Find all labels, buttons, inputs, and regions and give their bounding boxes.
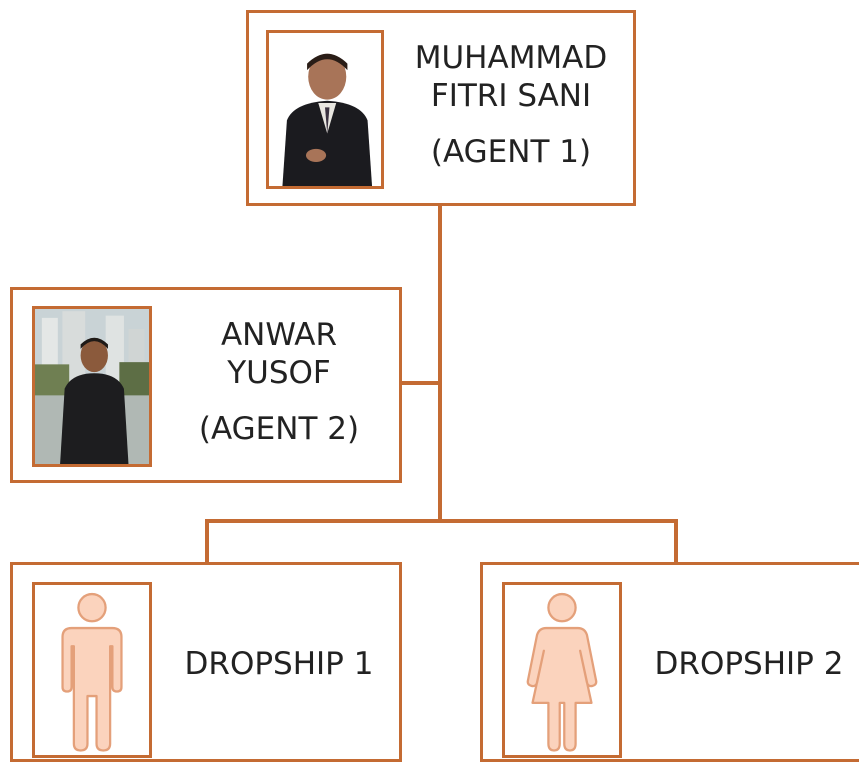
connector-dropship1 [205,519,209,564]
agent-2-name-line2: YUSOF [227,355,331,391]
connector-agent2 [402,381,440,385]
node-dropship-2: DROPSHIP 2 [480,562,859,762]
agent-2-photo [32,306,152,467]
node-dropship-1: DROPSHIP 1 [10,562,402,762]
agent-1-name-line1: MUHAMMAD [414,40,608,76]
node-agent-2: ANWAR YUSOF (AGENT 2) [10,287,402,483]
dropship-1-photo [32,582,152,758]
dropship-2-photo [502,582,622,758]
agent-1-name-line2: FITRI SANI [430,78,592,114]
connector-trunk [438,205,442,523]
agent-1-role: (AGENT 1) [430,134,592,170]
agent-2-role: (AGENT 2) [198,411,360,447]
dropship-1-label: DROPSHIP 1 [184,646,374,682]
connector-dropship2 [674,519,678,564]
agent-1-photo [266,30,384,189]
female-person-icon [526,592,598,752]
dropship-2-label: DROPSHIP 2 [654,646,844,682]
agent-2-label: ANWAR YUSOF (AGENT 2) [163,316,395,448]
node-agent-1: MUHAMMAD FITRI SANI (AGENT 1) [246,10,636,206]
connector-horizontal [205,519,678,523]
agent-1-label: MUHAMMAD FITRI SANI (AGENT 1) [394,39,628,171]
male-person-icon [61,592,123,752]
agent-2-name-line1: ANWAR [220,317,338,353]
